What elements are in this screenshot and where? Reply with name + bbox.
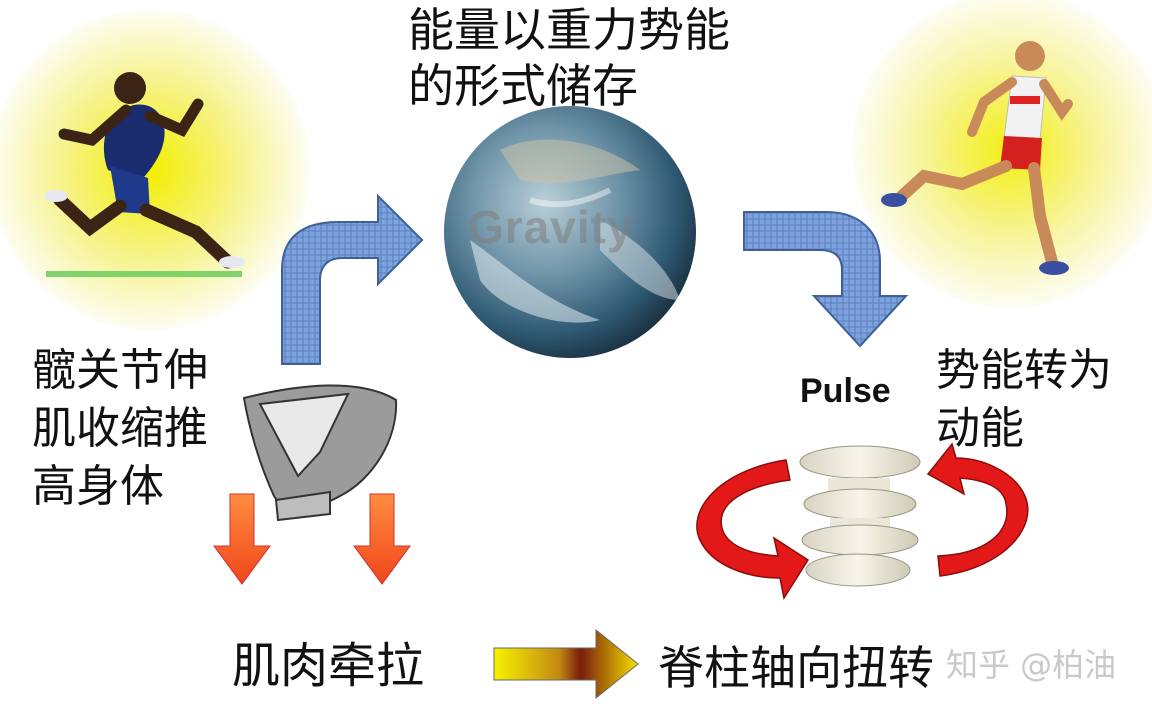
top-caption: 能量以重力势能 的形式储存	[408, 2, 730, 114]
left-caption-line-3: 高身体	[32, 461, 164, 512]
left-caption: 髋关节伸 肌收缩推 高身体	[32, 342, 208, 516]
orange-arrow-left	[213, 493, 271, 585]
muscle-pull-label: 肌肉牵拉	[232, 638, 425, 694]
orange-arrow-right	[353, 493, 411, 585]
right-runner-figure	[881, 41, 1073, 275]
left-caption-line-1: 髋关节伸	[32, 345, 208, 396]
left-sprinter-figure	[44, 72, 245, 277]
pulse-label: Pulse	[800, 372, 891, 410]
pelvis-bone-illustration	[242, 384, 398, 522]
left-runner-glow	[0, 10, 310, 330]
right-caption-line-2: 动能	[936, 403, 1024, 454]
right-caption: 势能转为 动能	[936, 342, 1112, 458]
spine-torsion-label: 脊柱轴向扭转	[658, 641, 934, 695]
earth-globe	[444, 106, 696, 358]
blue-arrow-up-right	[281, 193, 424, 365]
gradient-right-arrow	[493, 628, 639, 700]
spine-vertebrae	[799, 445, 921, 587]
top-caption-line-1: 能量以重力势能	[408, 3, 730, 57]
red-rotation-arrow-left	[696, 459, 810, 600]
blue-arrow-down-right	[743, 211, 909, 348]
top-caption-line-2: 的形式储存	[408, 59, 638, 113]
left-caption-line-2: 肌收缩推	[32, 403, 208, 454]
watermark: 知乎 @柏油	[946, 646, 1117, 684]
right-caption-line-1: 势能转为	[936, 345, 1112, 396]
earth-gravity-label: Gravity	[468, 201, 634, 253]
red-rotation-arrow-right	[926, 442, 1029, 577]
